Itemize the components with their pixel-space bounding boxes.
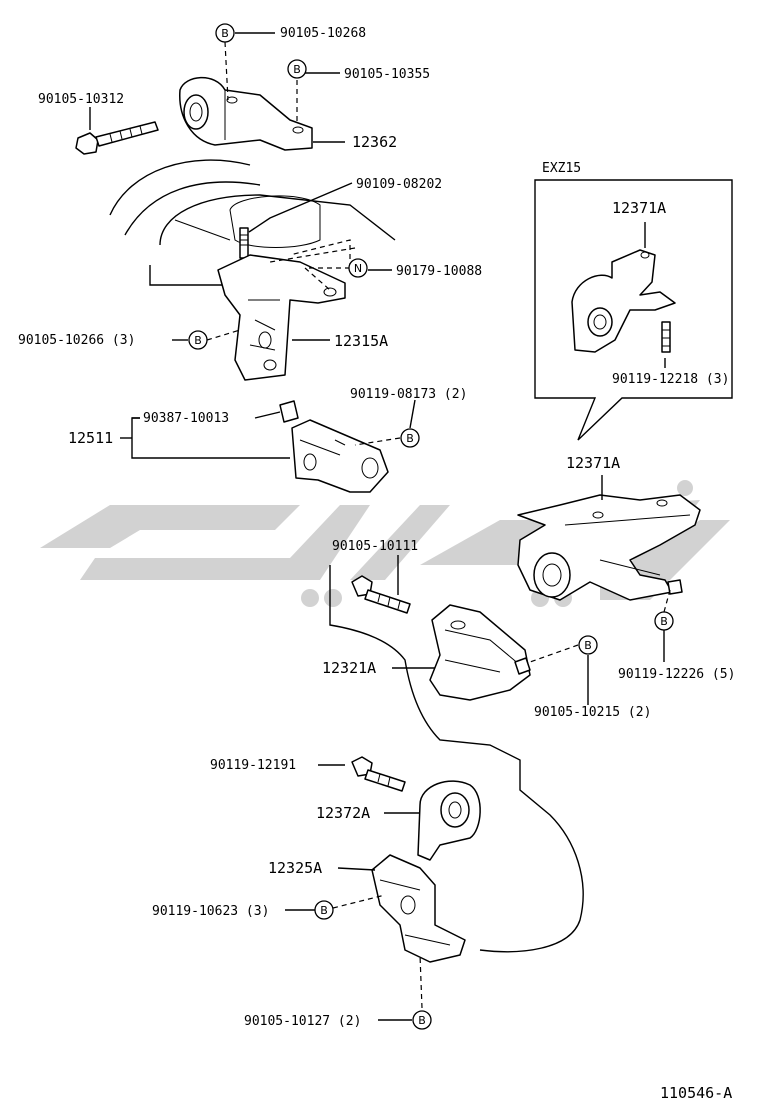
part-label: 90105-10127 (2)	[244, 1014, 361, 1029]
part-label: 90105-10111	[332, 539, 418, 554]
part-12371a-small	[571, 249, 676, 353]
bolt-90119-12191	[351, 756, 406, 792]
part-12315a-bracket	[217, 254, 346, 381]
part-label: 90119-08173 (2)	[350, 387, 467, 402]
bolt-symbol-b-label: B	[194, 334, 202, 347]
part-12325a-bracket	[371, 854, 466, 963]
part-12321a-bracket	[429, 604, 531, 701]
bolt-symbol-b	[287, 59, 307, 79]
part-label: 90119-10623 (3)	[152, 904, 269, 919]
bolt-symbol-b-label: B	[320, 904, 328, 917]
nut-symbol-n-label: N	[354, 262, 362, 275]
bolt-symbol-b-label: B	[584, 639, 592, 652]
watermark-text: توی یدکی	[379, 618, 390, 621]
part-label: 12362	[352, 133, 397, 151]
part-12511-bracket	[291, 419, 389, 493]
part-12362-mount	[179, 76, 313, 151]
part-label: 90105-10266 (3)	[18, 333, 135, 348]
bolt-90105-10111	[351, 575, 411, 614]
leader-lines	[89, 32, 671, 1021]
part-label: 90119-12218 (3)	[612, 372, 729, 387]
stud-90109-08202	[239, 227, 249, 259]
bolt-symbol-b-label: B	[660, 615, 668, 628]
bolt-symbol-b	[654, 611, 674, 631]
part-label: 12315A	[334, 332, 388, 350]
part-label: 12325A	[268, 859, 322, 877]
part-label: 90105-10312	[38, 92, 124, 107]
exz15-callout-box: EXZ15	[534, 161, 733, 441]
bolt-symbol-b	[400, 428, 420, 448]
part-label: 90179-10088	[396, 264, 482, 279]
bolt-symbol-b-label: B	[293, 63, 301, 76]
bolt-symbol-b	[215, 23, 235, 43]
bolt-symbol-b-label: B	[221, 27, 229, 40]
part-label: 90109-08202	[356, 177, 442, 192]
bolt-90105-10312	[75, 121, 159, 155]
engine-block-outline	[109, 159, 396, 286]
callout-box-label: EXZ15	[542, 161, 581, 176]
part-label: 12372A	[316, 804, 370, 822]
part-label: 90105-10215 (2)	[534, 705, 651, 720]
nut-symbol-n	[348, 258, 368, 278]
part-12371a-mount	[517, 494, 701, 601]
bolt-symbol-b-label: B	[406, 432, 414, 445]
part-labels: 90105-10268 90105-10355 90105-10312 1236…	[18, 26, 735, 1029]
bolt-symbol-b	[188, 330, 208, 350]
transmission-outline	[329, 565, 584, 953]
part-label: 90105-10268	[280, 26, 366, 41]
part-label: 12321A	[322, 659, 376, 677]
drawing-number: 110546-A	[660, 1084, 732, 1102]
symbol-circles: B B N B B B B B B	[188, 23, 674, 1030]
bolt-symbol-b	[578, 635, 598, 655]
part-label: 90387-10013	[143, 411, 229, 426]
part-label: 12511	[68, 429, 113, 447]
bolt-symbol-b	[314, 900, 334, 920]
bolt-symbol-b-label: B	[418, 1014, 426, 1027]
part-label: 12371A	[612, 199, 666, 217]
part-label: 90119-12191	[210, 758, 296, 773]
part-label: 90119-12226 (5)	[618, 667, 735, 682]
part-12372a-mount	[417, 780, 481, 861]
part-label: 90105-10355	[344, 67, 430, 82]
part-label: 12371A	[566, 454, 620, 472]
bolt-symbol-b	[412, 1010, 432, 1030]
collar-90387-10013	[279, 400, 299, 423]
